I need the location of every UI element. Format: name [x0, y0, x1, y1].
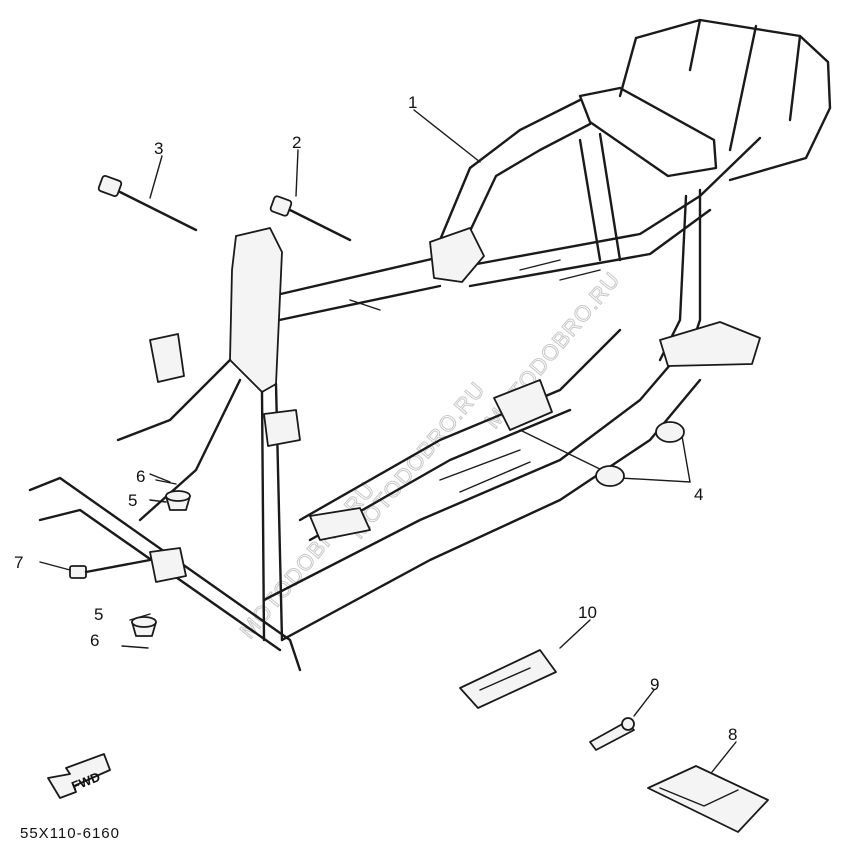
bolt-7	[69, 558, 152, 579]
callouts: 1 2 3 4 5 5 6 6 7 8 9 10	[14, 93, 737, 744]
callout-6a: 6	[136, 467, 145, 486]
side-bracket	[149, 333, 185, 383]
bolt-2	[269, 195, 352, 242]
engine-mount-front	[263, 409, 301, 447]
callout-8: 8	[728, 725, 737, 744]
front-mount-boss	[149, 547, 187, 583]
nuts-4	[595, 421, 685, 487]
callout-1: 1	[408, 93, 417, 112]
fwd-arrow-icon: FWD	[47, 753, 111, 799]
callout-3: 3	[154, 139, 163, 158]
watermark-text-1: MOTODOBRO.RU	[235, 477, 380, 643]
engine-mount-rear	[493, 379, 553, 431]
head-bracket	[229, 227, 283, 393]
part-code: 55X110-6160	[20, 825, 120, 842]
callout-5a: 5	[128, 491, 137, 510]
bolt-3	[97, 175, 198, 232]
watermark-text-2: MOTODOBRO.RU	[345, 377, 490, 543]
pins-6	[121, 479, 177, 649]
rear-rack	[618, 18, 832, 182]
callout-7: 7	[14, 553, 23, 572]
callout-9: 9	[650, 675, 659, 694]
leader-lines	[39, 109, 737, 773]
rear-footplate	[659, 321, 761, 367]
foot-bracket	[309, 507, 371, 541]
rear-upright	[578, 132, 702, 362]
callout-6b: 6	[90, 631, 99, 650]
callout-10: 10	[578, 603, 597, 622]
main-frame	[28, 18, 832, 672]
lower-rail	[262, 328, 702, 642]
callout-2: 2	[292, 133, 301, 152]
bushings-5	[131, 490, 191, 637]
top-tube	[268, 136, 762, 324]
frame-detail-lines	[349, 259, 601, 493]
callout-5b: 5	[94, 605, 103, 624]
tool-9	[589, 717, 635, 751]
upper-rail	[438, 98, 592, 250]
front-down-tube	[116, 358, 284, 642]
callout-4: 4	[694, 485, 703, 504]
tool-bag-8	[647, 765, 769, 833]
tool-10	[459, 649, 557, 709]
center-gusset	[429, 227, 485, 283]
rack-crossbar	[578, 86, 718, 178]
